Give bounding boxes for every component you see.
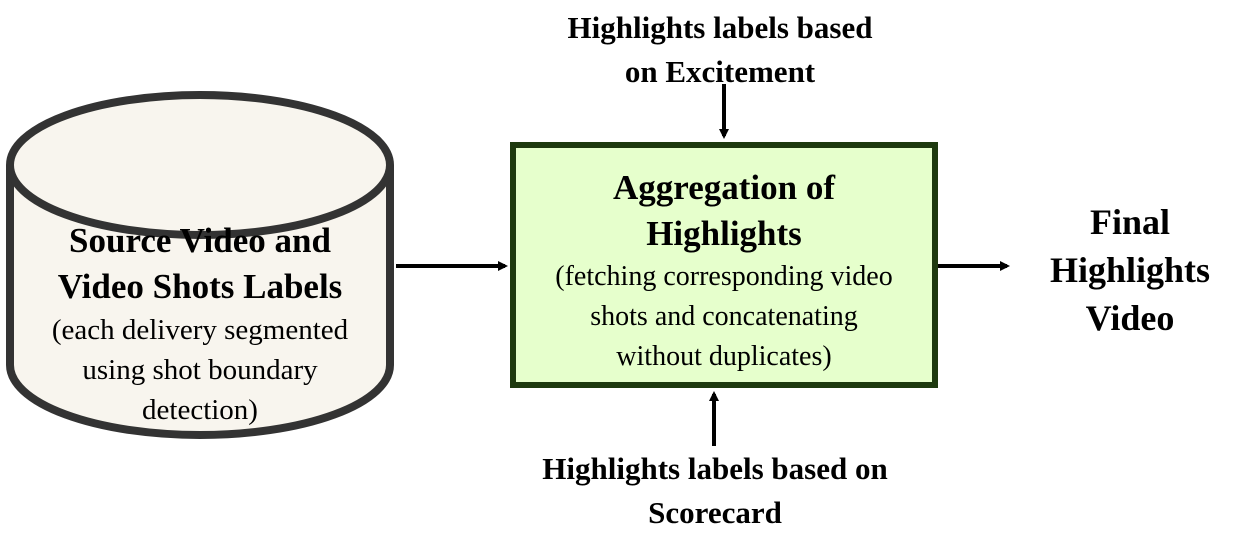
excitement-labels-input: Highlights labels based on Excitement <box>470 6 970 94</box>
excitement-label-line-1: Highlights labels based <box>567 10 873 45</box>
aggregation-label: Aggregation of Highlights (fetching corr… <box>515 165 933 377</box>
source-description-line-3: detection) <box>142 394 258 426</box>
final-highlights-output: Final Highlights Video <box>1030 198 1230 342</box>
aggregation-box <box>510 142 938 388</box>
aggregation-title-line-2: Highlights <box>646 214 802 253</box>
output-line-3: Video <box>1085 298 1175 338</box>
scorecard-label-line-2: Scorecard <box>648 495 782 530</box>
output-line-2: Highlights <box>1049 250 1211 290</box>
excitement-label-line-2: on Excitement <box>624 54 816 89</box>
aggregation-description-line-1: (fetching corresponding video <box>555 261 893 292</box>
aggregation-title-line-1: Aggregation of <box>613 168 835 207</box>
source-cylinder <box>6 91 394 439</box>
source-description-line-1: (each delivery segmented <box>51 314 349 346</box>
output-line-1: Final <box>1089 202 1170 242</box>
source-description-line-2: using shot boundary <box>82 354 318 386</box>
source-title-line-1: Source Video and <box>69 221 331 260</box>
source-title-line-2: Video Shots Labels <box>57 267 343 306</box>
aggregation-description-line-2: shots and concatenating <box>590 301 858 332</box>
aggregation-description-line-3: without duplicates) <box>616 341 832 372</box>
source-video-label: Source Video and Video Shots Labels (eac… <box>10 218 390 430</box>
scorecard-labels-input: Highlights labels based on Scorecard <box>440 447 990 534</box>
scorecard-label-line-1: Highlights labels based on <box>542 451 888 486</box>
cylinder-body <box>6 165 394 439</box>
cylinder-top <box>6 91 394 239</box>
